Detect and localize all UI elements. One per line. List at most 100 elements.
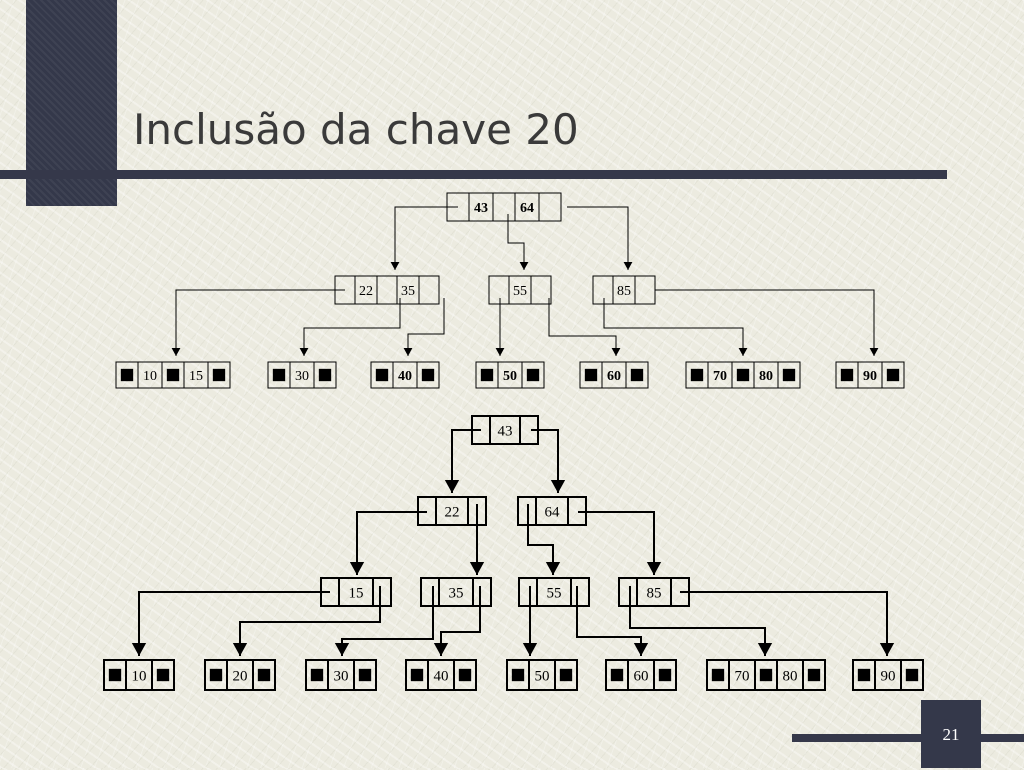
- connector-line: [527, 504, 554, 575]
- node-key: 85: [617, 284, 631, 299]
- node-box: [405, 659, 477, 691]
- after-leaf-node: 40: [405, 659, 477, 691]
- null-pointer-square: [630, 368, 644, 382]
- after-root-edge: [531, 429, 566, 493]
- null-pointer-square: [310, 668, 324, 682]
- before-leaf-node: 50: [475, 361, 545, 389]
- before-leaf-node: 30: [267, 361, 337, 389]
- connector-line: [603, 298, 744, 356]
- footer-divider: [792, 734, 1024, 742]
- node-key: 55: [513, 284, 527, 299]
- after-level2-edge: [522, 586, 538, 656]
- after-level2-node: 85: [618, 577, 690, 607]
- arrowhead: [349, 562, 365, 575]
- null-pointer-square: [782, 368, 796, 382]
- null-pointer-square: [480, 368, 494, 382]
- node-key: 15: [349, 585, 364, 601]
- before-leaf-node: 40: [370, 361, 440, 389]
- before-internal-edge: [403, 298, 445, 356]
- connector-line: [394, 206, 458, 270]
- connector-line: [576, 586, 642, 656]
- before-internal-edge: [299, 298, 401, 356]
- null-pointer-square: [120, 368, 134, 382]
- null-pointer-square: [610, 668, 624, 682]
- node-key: 80: [783, 668, 798, 684]
- after-leaf-node: 50: [506, 659, 578, 691]
- before-internal-edge: [603, 298, 748, 356]
- after-level1-edge: [469, 504, 485, 575]
- connector-line: [239, 586, 381, 656]
- node-key: 70: [713, 369, 727, 384]
- null-pointer-square: [257, 668, 271, 682]
- null-pointer-square: [511, 668, 525, 682]
- null-pointer-square: [658, 668, 672, 682]
- before-leaf-node: 90: [835, 361, 905, 389]
- node-key: 30: [334, 668, 349, 684]
- after-level2-node: 35: [420, 577, 492, 607]
- after-level2-edge: [232, 586, 381, 656]
- after-level1-edge: [578, 511, 662, 575]
- arrowhead: [495, 348, 505, 356]
- after-level2-edge: [433, 586, 481, 656]
- node-box: [204, 659, 276, 691]
- before-internal-edge: [548, 298, 621, 356]
- node-key: 40: [398, 369, 412, 384]
- after-level2-edge: [629, 586, 773, 656]
- arrowhead: [879, 643, 895, 656]
- arrowhead: [646, 562, 662, 575]
- node-box: [370, 361, 440, 389]
- null-pointer-square: [905, 668, 919, 682]
- before-root-edge: [507, 214, 529, 270]
- before-root-edge: [567, 206, 633, 270]
- null-pointer-square: [759, 668, 773, 682]
- after-leaf-node: 30: [305, 659, 377, 691]
- after-level2-edge: [334, 586, 434, 656]
- null-pointer-square: [840, 368, 854, 382]
- connector-line: [451, 429, 481, 493]
- node-box: [506, 659, 578, 691]
- arrowhead: [171, 348, 181, 356]
- node-key: 40: [434, 668, 449, 684]
- null-pointer-square: [807, 668, 821, 682]
- node-key: 60: [607, 369, 621, 384]
- node-box: [115, 361, 231, 389]
- after-level2-edge: [576, 586, 649, 656]
- before-leaf-node: 70 80: [685, 361, 801, 389]
- connector-line: [138, 591, 330, 656]
- before-root-edge: [390, 206, 458, 270]
- arrowhead: [232, 643, 248, 656]
- node-box: [579, 361, 649, 389]
- arrowhead: [390, 262, 400, 270]
- node-key: 90: [863, 369, 877, 384]
- after-leaf-node: 10: [103, 659, 175, 691]
- node-key: 80: [759, 369, 773, 384]
- node-key: 35: [401, 284, 415, 299]
- null-pointer-square: [559, 668, 573, 682]
- title-divider: [0, 170, 947, 179]
- arrowhead: [522, 643, 538, 656]
- null-pointer-square: [857, 668, 871, 682]
- arrowhead: [633, 643, 649, 656]
- null-pointer-square: [318, 368, 332, 382]
- arrowhead: [433, 643, 449, 656]
- node-box: [685, 361, 801, 389]
- null-pointer-square: [690, 368, 704, 382]
- connector-line: [680, 591, 888, 656]
- node-box: [488, 275, 552, 305]
- connector-line: [507, 214, 525, 270]
- after-level2-node: 55: [518, 577, 590, 607]
- arrowhead: [444, 480, 460, 493]
- arrowhead: [469, 562, 485, 575]
- arrowhead: [623, 262, 633, 270]
- null-pointer-square: [156, 668, 170, 682]
- node-key: 85: [647, 585, 662, 601]
- after-root-node: 43: [471, 415, 539, 445]
- connector-line: [407, 298, 445, 356]
- arrowhead: [131, 643, 147, 656]
- connector-line: [578, 511, 655, 575]
- node-box: [852, 659, 924, 691]
- after-level2-edge: [131, 591, 330, 656]
- node-key: 43: [474, 201, 488, 216]
